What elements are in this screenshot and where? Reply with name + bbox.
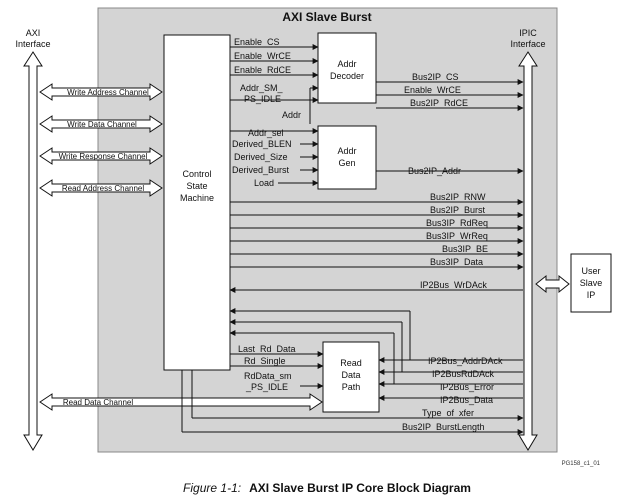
rdp-side-signals: IP2Bus_AddrDAck IP2BusRdDAck IP2Bus_Erro… — [378, 356, 523, 405]
caption-title: AXI Slave Burst IP Core Block Diagram — [249, 481, 471, 495]
addr-decoder-label-2: Decoder — [330, 71, 364, 81]
addr-gen-label-2: Gen — [338, 158, 355, 168]
decoder-output-signals: Bus2IP_CS Enable_WrCE Bus2IP_RdCE — [376, 72, 524, 111]
axi-interface-label-line1: AXI — [26, 28, 41, 38]
sig-ip2bus-wrdack: IP2Bus_WrDAck — [420, 280, 487, 290]
sig-bus2ip-burst: Bus2IP_Burst — [430, 205, 486, 215]
sig-bus2ip-addr: Bus2IP_Addr — [408, 166, 461, 176]
addr-gen-label-1: Addr — [337, 146, 356, 156]
write-data-channel: Write Data Channel — [39, 115, 163, 133]
figure-caption: Figure 1-1: AXI Slave Burst IP Core Block… — [183, 481, 471, 495]
sig-enable-wrce-out: Enable_WrCE — [404, 85, 461, 95]
sig-rd-single: Rd_Single — [244, 356, 286, 366]
sig-ip2bus-error: IP2Bus_Error — [440, 382, 494, 392]
write-data-channel-label: Write Data Channel — [67, 120, 137, 129]
addr-decoder-block — [317, 32, 377, 104]
sig-load: Load — [254, 178, 274, 188]
user-slave-label-3: IP — [587, 290, 596, 300]
sm-output-signals: Bus2IP_RNW Bus2IP_Burst Bus3IP_RdReq Bus… — [230, 192, 524, 270]
sig-enable-wrce: Enable_WrCE — [234, 51, 291, 61]
control-label-3: Machine — [180, 193, 214, 203]
write-response-channel: Write Response Channel — [39, 147, 163, 165]
ipic-interface-bus — [518, 51, 538, 451]
caption-label: Figure 1-1: — [183, 481, 241, 495]
sig-derived-burst: Derived_Burst — [232, 165, 290, 175]
sig-ip2bus-data: IP2Bus_Data — [440, 395, 493, 405]
sig-enable-rdce: Enable_RdCE — [234, 65, 291, 75]
sig-bus3ip-rdreq: Bus3IP_RdReq — [426, 218, 488, 228]
sig-addr-sel: Addr_sel — [248, 128, 284, 138]
ipic-interface-label-line2: Interface — [510, 39, 545, 49]
figure-id: PG158_c1_01 — [562, 461, 601, 467]
read-address-channel: Read Address Channel — [39, 179, 163, 197]
ipic-interface-label-line1: IPIC — [519, 28, 537, 38]
sig-ps-idle-rd: _PS_IDLE — [245, 382, 288, 392]
read-data-path-label-1: Read — [340, 358, 362, 368]
control-label-2: State — [186, 181, 207, 191]
sig-bus2ip-burstlength: Bus2IP_BurstLength — [402, 422, 485, 432]
sig-enable-cs: Enable_CS — [234, 37, 280, 47]
user-slave-ip-block — [570, 253, 612, 313]
sig-addr: Addr — [282, 110, 301, 120]
sig-type-of-xfer: Type_of_xfer — [422, 408, 474, 418]
read-data-path-label-3: Path — [342, 382, 361, 392]
addr-decoder-label-1: Addr — [337, 59, 356, 69]
sig-bus3ip-be: Bus3IP_BE — [442, 244, 488, 254]
diagram-title: AXI Slave Burst — [282, 10, 371, 24]
sig-ps-idle: PS_IDLE — [244, 94, 281, 104]
sig-ip2bus-addrdack: IP2Bus_AddrDAck — [428, 356, 503, 366]
write-response-channel-label: Write Response Channel — [59, 152, 148, 161]
user-slave-label-1: User — [581, 266, 600, 276]
sig-last-rd-data: Last_Rd_Data — [238, 344, 296, 354]
sig-bus2ip-cs: Bus2IP_CS — [412, 72, 459, 82]
sig-ip2busrddack: IP2BusRdDAck — [432, 369, 495, 379]
read-data-channel-label: Read Data Channel — [63, 398, 133, 407]
write-address-channel-label: Write Address Channel — [67, 88, 149, 97]
read-data-path-block — [322, 341, 380, 413]
control-state-machine-block — [163, 34, 231, 371]
axi-interface-label-line2: Interface — [15, 39, 50, 49]
user-slave-label-2: Slave — [580, 278, 603, 288]
sig-bus3ip-wrreq: Bus3IP_WrReq — [426, 231, 488, 241]
write-address-channel: Write Address Channel — [39, 83, 163, 101]
rdp-input-signals: Last_Rd_Data Rd_Single RdData_sm _PS_IDL… — [230, 344, 324, 392]
read-address-channel-label: Read Address Channel — [62, 184, 145, 193]
read-data-channel: Read Data Channel — [39, 393, 323, 411]
feedback-lines — [229, 308, 411, 384]
sig-bus2ip-rnw: Bus2IP_RNW — [430, 192, 486, 202]
ipic-user-link — [535, 274, 570, 294]
addr-gen-block — [317, 125, 377, 190]
sig-rddata-sm: RdData_sm — [244, 371, 292, 381]
sig-bus2ip-rdce: Bus2IP_RdCE — [410, 98, 468, 108]
axi-interface-bus — [23, 51, 43, 451]
sig-bus3ip-data: Bus3IP_Data — [430, 257, 483, 267]
sig-derived-size: Derived_Size — [234, 152, 288, 162]
bottom-output-signals: Type_of_xfer Bus2IP_BurstLength — [181, 370, 524, 435]
gen-input-signals: Addr_sel Derived_BLEN Derived_Size Deriv… — [230, 128, 319, 188]
sig-addr-sm: Addr_SM_ — [240, 83, 284, 93]
control-label-1: Control — [182, 169, 211, 179]
decoder-input-signals: Enable_CS Enable_WrCE Enable_RdCE Addr_S… — [230, 37, 319, 124]
read-data-path-label-2: Data — [341, 370, 360, 380]
sig-derived-blen: Derived_BLEN — [232, 139, 292, 149]
